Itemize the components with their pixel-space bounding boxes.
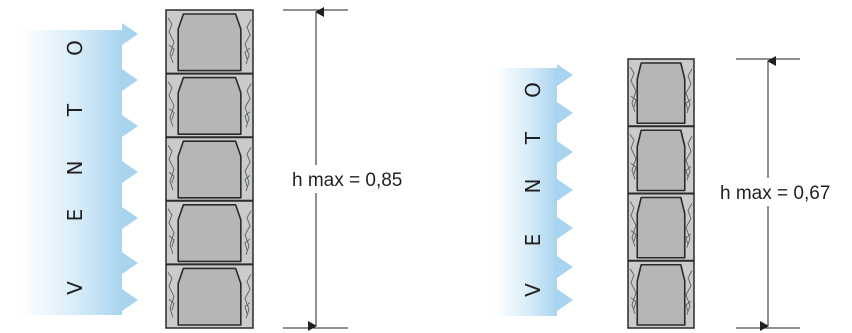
left-wind-arrow-head-7: [122, 289, 138, 311]
left-stone-block-2: [177, 76, 242, 135]
right-stone-block-2: [636, 129, 686, 192]
right-wind-arrow-head-5: [557, 217, 573, 239]
right-stone-texture-right-3: [685, 203, 693, 248]
left-wind-letter-v: V: [63, 281, 87, 295]
left-stone-block-5: [177, 267, 242, 326]
left-wind-arrow-head-1: [122, 23, 138, 45]
left-stone-texture-right-3: [244, 146, 252, 192]
right-stone-texture-left-4: [629, 268, 637, 314]
right-height-dimension: h max = 0,67: [716, 56, 850, 331]
left-stone-texture-right-2: [244, 83, 252, 128]
right-height-label: h max = 0,67: [720, 183, 830, 204]
left-stone-block-3: [177, 140, 242, 199]
right-stone-texture-right-4: [685, 270, 693, 315]
right-stone-texture-right-1: [685, 68, 693, 114]
left-wind-arrow-head-3: [122, 115, 138, 137]
right-wind-text: V E N T O: [521, 82, 545, 297]
left-stone-texture-left-4: [167, 208, 175, 254]
right-wind-arrow-head-4: [557, 179, 573, 201]
right-wind-letter-t: T: [521, 131, 545, 145]
right-wind-arrows: [495, 64, 573, 316]
right-wind-letter-o: O: [521, 82, 545, 98]
right-wind-arrow-head-1: [557, 64, 573, 86]
right-wind-letter-v: V: [521, 283, 545, 297]
right-wind-band: [495, 68, 557, 316]
right-stone-block-4: [636, 263, 686, 326]
left-stone-texture-left-2: [167, 81, 175, 127]
left-stone-texture-left-5: [167, 272, 175, 318]
left-stone-block-4: [177, 204, 242, 263]
left-wind-arrow-head-6: [122, 252, 138, 274]
left-height-dimension: h max = 0,85: [283, 6, 420, 331]
left-wind-arrows: [22, 23, 138, 315]
right-stone-texture-right-2: [685, 136, 693, 181]
right-stone-wall: [627, 58, 695, 329]
left-stone-texture-right-1: [244, 19, 252, 65]
left-wind-arrow-head-5: [122, 207, 138, 229]
left-wind-letter-n: N: [63, 161, 87, 176]
right-wind-letter-n: N: [521, 179, 545, 194]
left-wind-letter-o: O: [63, 40, 87, 56]
left-stone-texture-left-1: [167, 17, 175, 64]
left-stone-block-1: [177, 13, 242, 72]
left-height-label: h max = 0,85: [292, 170, 402, 191]
left-wind-letter-e: E: [63, 209, 87, 222]
left-stone-wall: [165, 9, 254, 329]
right-wind-arrow-head-6: [557, 256, 573, 278]
right-stone-texture-left-1: [629, 66, 637, 113]
right-stone-block-1: [636, 62, 686, 125]
right-wind-arrow-head-7: [557, 289, 573, 311]
right-stone-block-3: [636, 196, 686, 259]
right-wind-arrow-head-2: [557, 102, 573, 124]
left-stone-texture-right-4: [244, 210, 252, 255]
left-wind-arrow-head-4: [122, 161, 138, 183]
left-wind-band: [22, 30, 122, 315]
right-wind-letter-e: E: [521, 234, 545, 247]
right-stone-texture-left-3: [629, 201, 637, 247]
right-wind-arrow-head-3: [557, 141, 573, 163]
left-stone-texture-left-3: [167, 144, 175, 191]
left-stone-texture-right-5: [244, 274, 252, 319]
right-stone-texture-left-2: [629, 134, 637, 180]
left-wind-letter-t: T: [63, 103, 87, 117]
left-wind-text: V E N T O: [63, 40, 87, 295]
left-wind-arrow-head-2: [122, 69, 138, 91]
